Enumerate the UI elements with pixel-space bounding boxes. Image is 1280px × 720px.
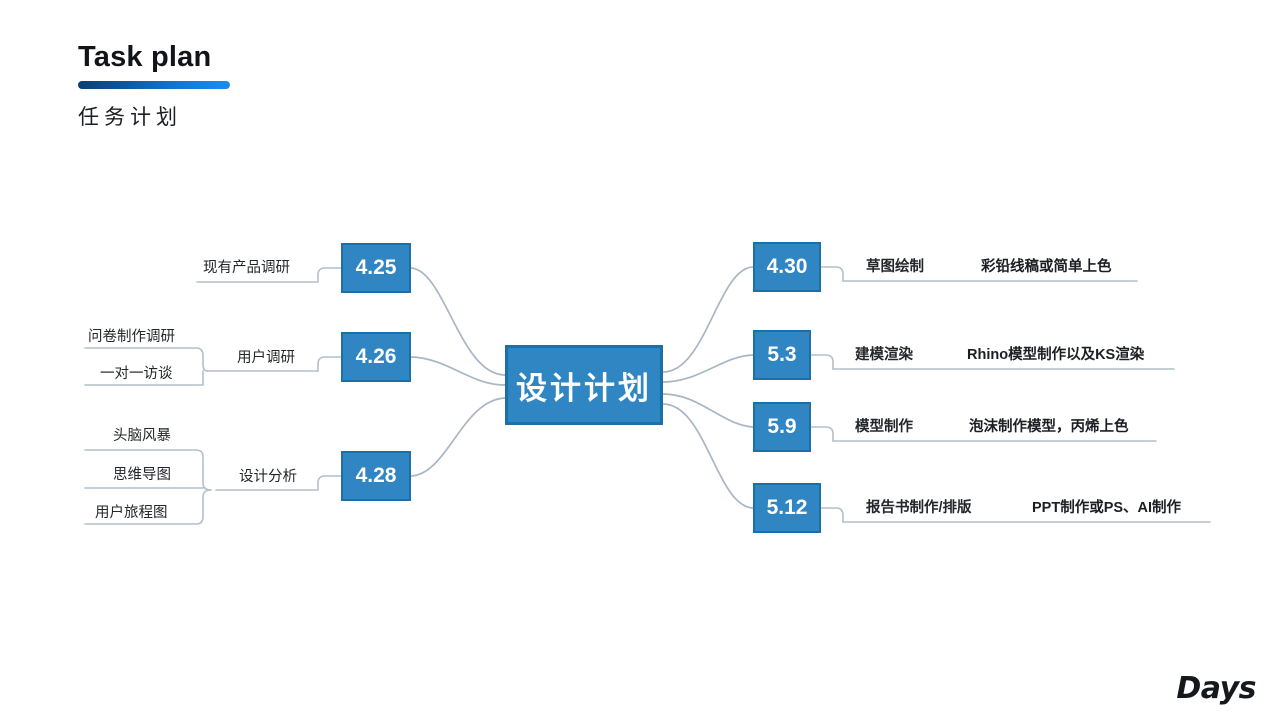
brand-logo: Days [1176, 671, 1256, 706]
wire-center-to-428 [410, 397, 506, 477]
topic-label-model-making: 模型制作 [855, 419, 913, 435]
date-node-label: 4.30 [766, 255, 808, 278]
date-node-label: 5.12 [766, 496, 808, 519]
topic-label-report-layout: 报告书制作/排版 [866, 500, 972, 516]
detail-label-modeling-rendering: Rhino模型制作以及KS渲染 [967, 347, 1145, 363]
subitem-label-brainstorming: 头脑风暴 [113, 428, 171, 444]
wire-425-elbow [317, 267, 342, 283]
wire-59-elbow [810, 426, 834, 442]
date-node-4-25[interactable]: 4.25 [341, 243, 411, 293]
detail-label-report-layout: PPT制作或PS、AI制作 [1032, 500, 1182, 516]
wire-center-to-512 [662, 403, 754, 509]
date-node-label: 4.26 [355, 345, 397, 368]
date-node-4-30[interactable]: 4.30 [753, 242, 821, 292]
subitem-label-mind-map: 思维导图 [113, 467, 171, 483]
subitem-label-questionnaire-research: 问卷制作调研 [88, 329, 175, 345]
wire-426-elbow [317, 356, 342, 372]
subitem-label-one-on-one-interview: 一对一访谈 [100, 366, 173, 382]
detail-label-sketching: 彩铅线稿或简单上色 [981, 259, 1112, 275]
detail-label-model-making: 泡沫制作模型，丙烯上色 [969, 419, 1129, 435]
wire-center-to-59 [662, 393, 754, 428]
date-node-label: 4.28 [355, 464, 397, 487]
wire-center-to-425 [410, 267, 506, 376]
date-node-label: 4.25 [355, 256, 397, 279]
wire-center-to-53 [662, 354, 754, 383]
wire-53-elbow [810, 354, 834, 370]
center-node-label: 设计计划 [516, 370, 652, 406]
subitem-label-user-journey-map: 用户旅程图 [95, 505, 168, 521]
date-node-5-12[interactable]: 5.12 [753, 483, 821, 533]
page-title: Task plan [78, 41, 212, 73]
topic-label-design-analysis: 设计分析 [239, 469, 297, 485]
date-node-5-9[interactable]: 5.9 [753, 402, 811, 452]
topic-label-existing-product-research: 现有产品调研 [203, 260, 290, 276]
date-node-4-28[interactable]: 4.28 [341, 451, 411, 501]
wire-428-elbow [317, 475, 342, 491]
date-node-label: 5.3 [767, 343, 797, 366]
slide-header: Task plan 任务计划 [78, 41, 230, 131]
topic-label-modeling-rendering: 建模渲染 [855, 347, 913, 363]
mindmap-center-node[interactable]: 设计计划 [505, 345, 663, 425]
wire-512-elbow [820, 507, 844, 523]
wire-center-to-430 [662, 266, 754, 373]
topic-label-sketching: 草图绘制 [866, 259, 924, 275]
date-node-5-3[interactable]: 5.3 [753, 330, 811, 380]
topic-label-user-research: 用户调研 [237, 350, 295, 366]
page-subtitle: 任务计划 [78, 105, 182, 129]
date-node-label: 5.9 [767, 415, 797, 438]
date-node-4-26[interactable]: 4.26 [341, 332, 411, 382]
title-underline-bar [78, 80, 230, 89]
wire-center-to-426 [410, 356, 506, 386]
wire-430-elbow [820, 266, 844, 282]
